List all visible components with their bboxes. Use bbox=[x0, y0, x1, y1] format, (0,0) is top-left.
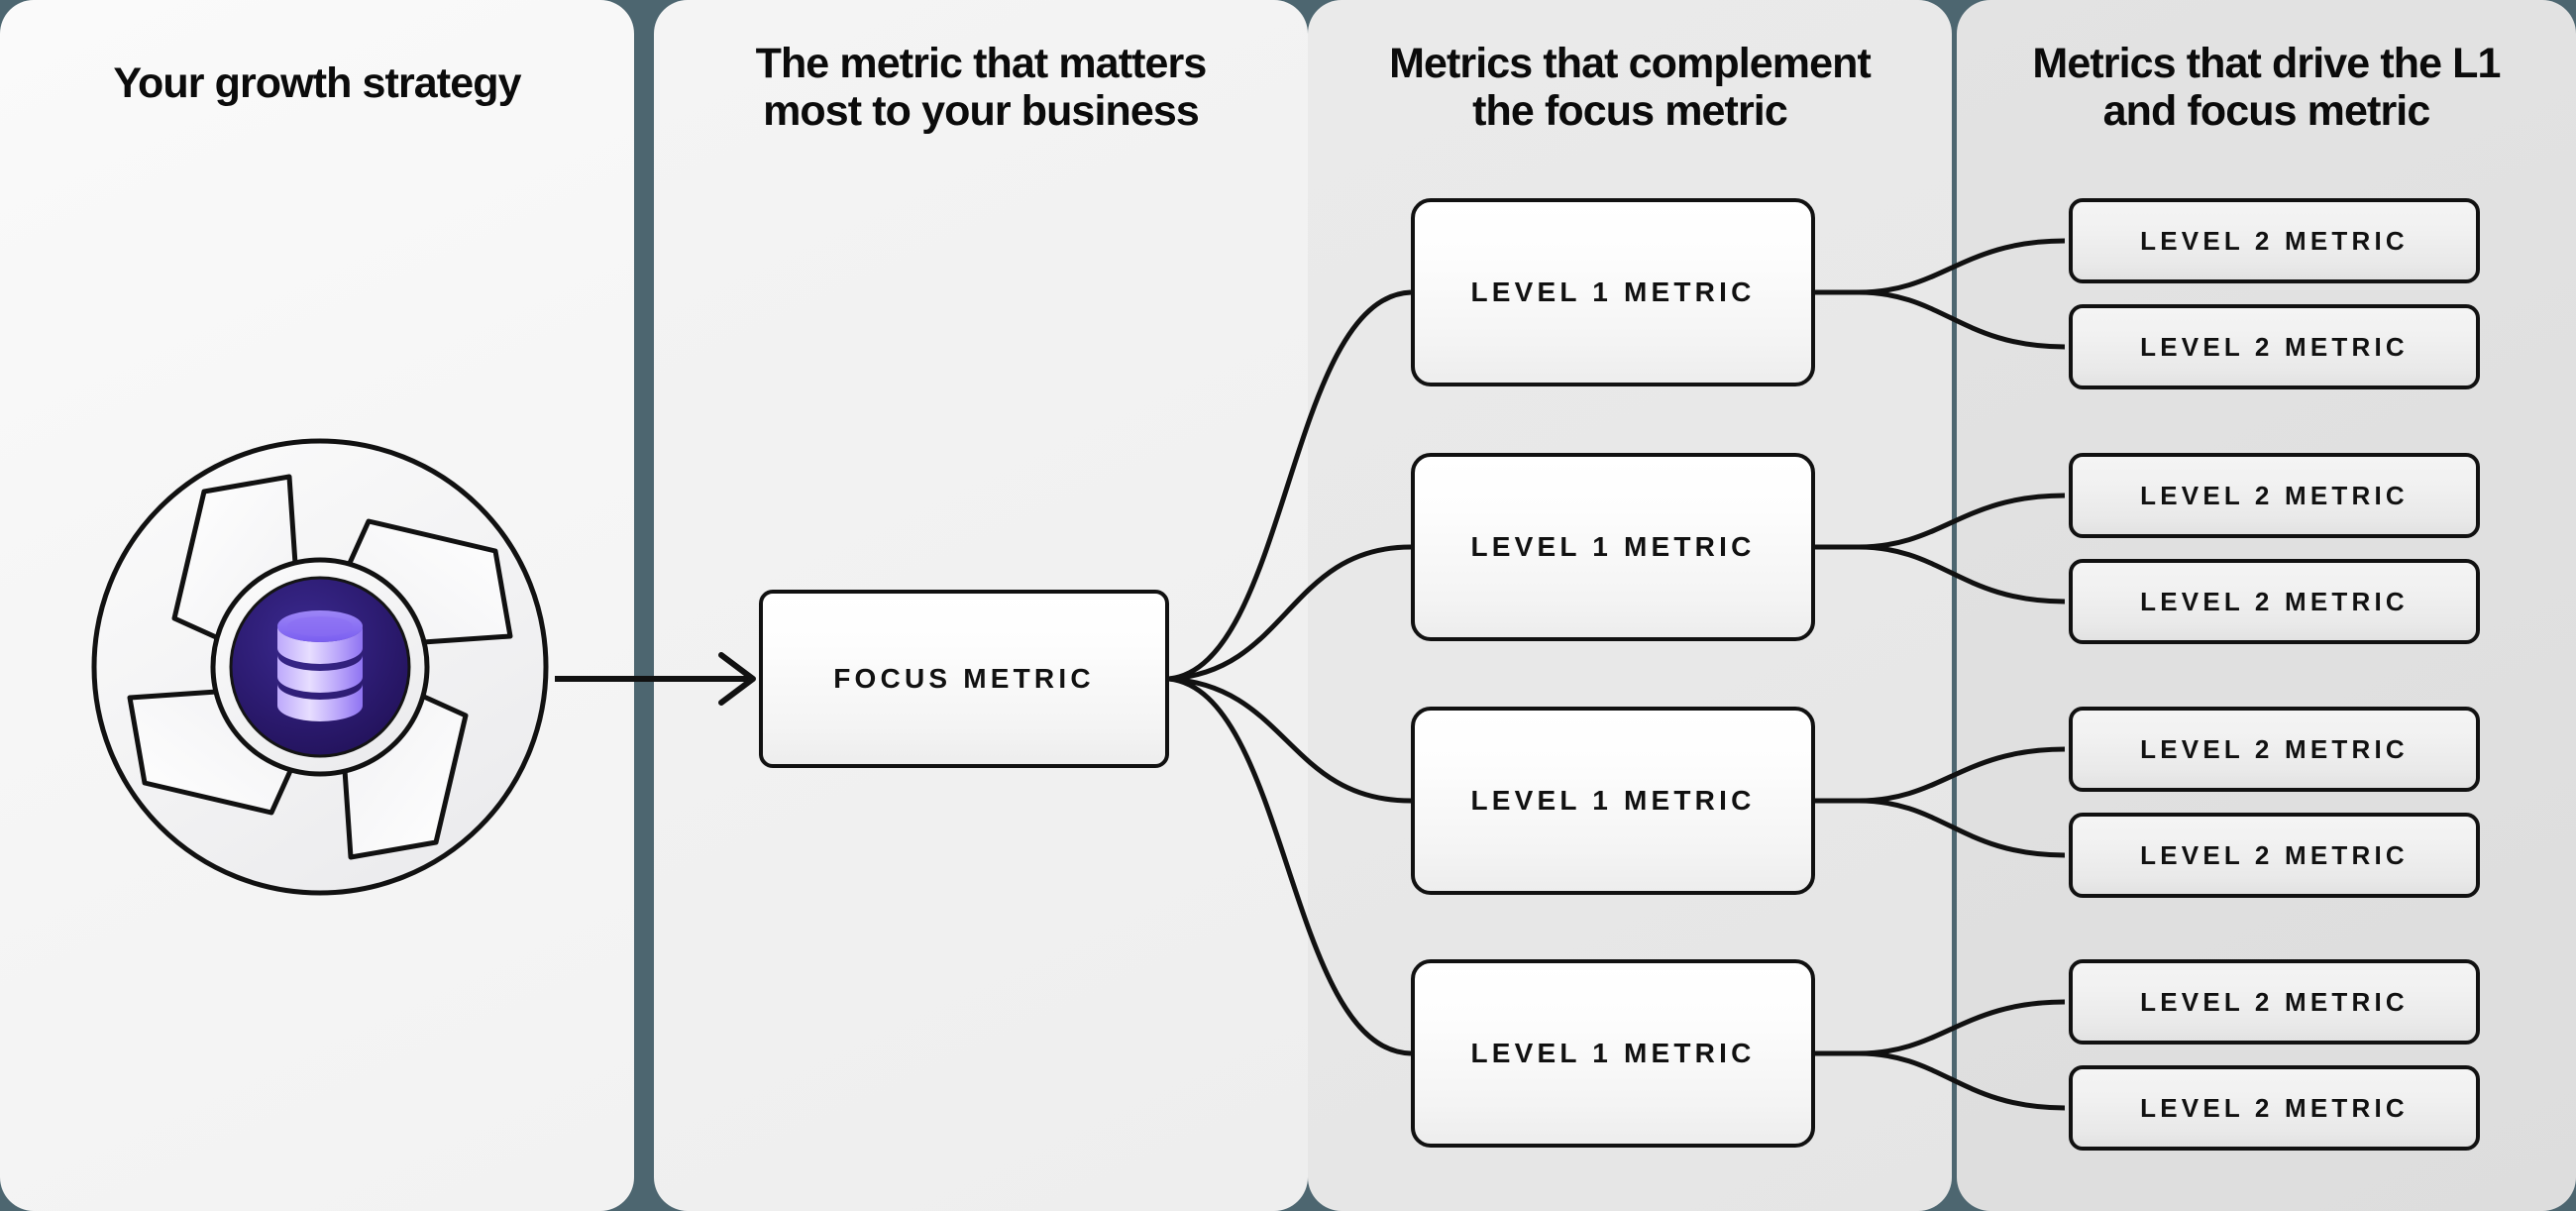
node-level-1-metric[interactable]: LEVEL 1 METRIC bbox=[1411, 959, 1815, 1148]
node-level-2-metric[interactable]: LEVEL 2 METRIC bbox=[2069, 707, 2480, 792]
node-level-2-metric[interactable]: LEVEL 2 METRIC bbox=[2069, 959, 2480, 1045]
node-level-2-metric[interactable]: LEVEL 2 METRIC bbox=[2069, 453, 2480, 538]
node-level-2-metric[interactable]: LEVEL 2 METRIC bbox=[2069, 198, 2480, 283]
column-heading-growth-strategy: Your growth strategy bbox=[113, 59, 521, 107]
node-level-1-metric[interactable]: LEVEL 1 METRIC bbox=[1411, 453, 1815, 641]
node-level-2-metric[interactable]: LEVEL 2 METRIC bbox=[2069, 559, 2480, 644]
node-focus-metric[interactable]: FOCUS METRIC bbox=[759, 590, 1169, 768]
node-level-2-metric[interactable]: LEVEL 2 METRIC bbox=[2069, 813, 2480, 898]
node-level-2-metric[interactable]: LEVEL 2 METRIC bbox=[2069, 304, 2480, 389]
node-level-1-metric[interactable]: LEVEL 1 METRIC bbox=[1411, 707, 1815, 895]
node-level-1-metric[interactable]: LEVEL 1 METRIC bbox=[1411, 198, 1815, 386]
aperture-database-logo-icon bbox=[87, 434, 553, 900]
node-level-2-metric[interactable]: LEVEL 2 METRIC bbox=[2069, 1065, 2480, 1151]
